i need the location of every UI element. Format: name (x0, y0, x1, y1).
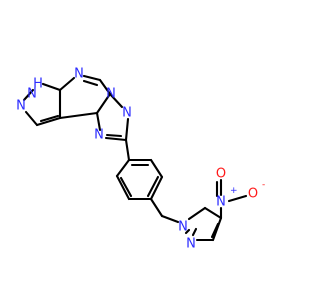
chemical-structure: H N N N N N N N N N + O O - (16, 67, 265, 252)
atom-bridgehead-nitrogen: N (106, 87, 116, 102)
atom-nitropyrazole-nitrogen-2: N (186, 237, 196, 252)
benzene-ring-bonds (115, 158, 164, 201)
nitro-group-bonds (215, 178, 248, 220)
atom-nitropyrazole-nitrogen-1: N (178, 220, 188, 235)
atom-triazole-nitrogen-top: N (122, 106, 132, 121)
atom-pyrazole-nitrogen: N (16, 99, 26, 114)
atom-pyrimidine-nitrogen: N (74, 67, 84, 82)
methylene-linker-bonds (149, 197, 180, 224)
atom-nitro-oxygen-top: O (216, 167, 226, 182)
atom-triazole-nitrogen-bottom: N (94, 128, 104, 143)
triazole-ring-bonds (95, 92, 131, 162)
atom-nh-hydrogen: H (33, 77, 43, 92)
pyrimidine-ring-bonds (58, 74, 112, 120)
atom-nitro-nitrogen: N (216, 195, 226, 210)
atom-nh-nitrogen: N (27, 87, 37, 102)
atom-nitro-oxygen-right: O (248, 187, 258, 202)
atom-nitro-oxygen-charge: - (262, 180, 265, 190)
pyrazole-ring-bonds (22, 82, 62, 127)
atom-labels: H N N N N N N N N N + O O - (16, 67, 265, 252)
atom-nitro-nitrogen-charge: + (230, 186, 238, 196)
nitropyrazole-ring-bonds (184, 206, 223, 242)
